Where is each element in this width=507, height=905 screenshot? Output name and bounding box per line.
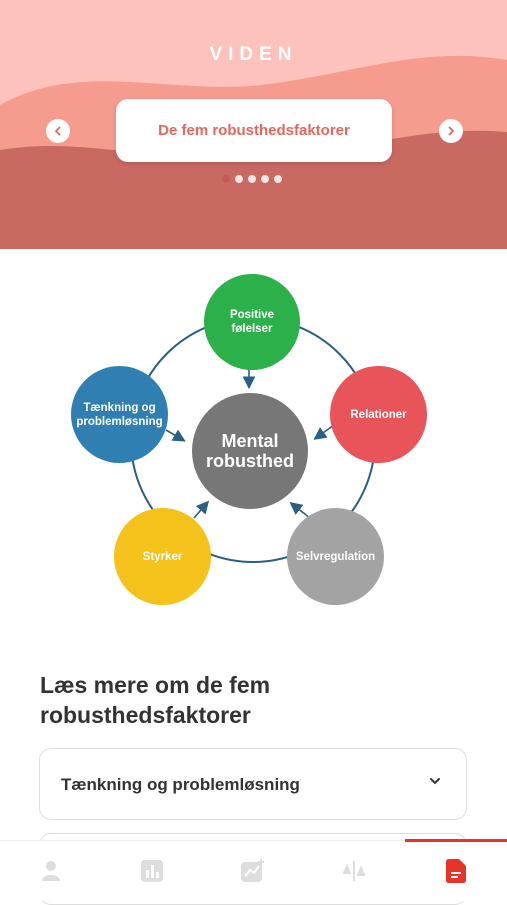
carousel-pagination	[222, 175, 282, 183]
bottom-navigation	[0, 839, 507, 901]
profile-icon	[41, 861, 60, 881]
section-title: Læs mere om de fem robusthedsfaktorer	[40, 672, 271, 728]
accordion-label: Tænkning og problemløsning	[61, 775, 300, 794]
tab-balance[interactable]	[303, 841, 404, 901]
chevron-right-icon	[448, 126, 455, 136]
center-label: Mental robusthed	[206, 431, 294, 471]
center-node: Mental robusthed	[192, 393, 308, 509]
carousel-dot[interactable]	[222, 175, 230, 183]
node-label: Tænkning og problemløsning	[76, 401, 163, 428]
carousel-title: De fem robusthedsfaktorer	[158, 122, 350, 139]
balance-icon	[342, 861, 365, 881]
tab-stats[interactable]	[101, 841, 202, 901]
stats-icon	[140, 860, 163, 882]
node-thinking: Tænkning og problemløsning	[71, 366, 168, 463]
node-label: Positive følelser	[229, 309, 275, 335]
accordion-item[interactable]: Tænkning og problemløsning	[39, 748, 467, 820]
carousel-card[interactable]: De fem robusthedsfaktorer	[116, 99, 392, 162]
node-strengths: Styrker	[114, 508, 211, 605]
node-relations: Relationer	[330, 366, 427, 463]
trend-icon	[240, 859, 264, 882]
tab-documents[interactable]	[405, 841, 506, 901]
node-label: Selvregulation	[295, 550, 376, 563]
header-banner: VIDEN De fem robusthedsfaktorer	[0, 0, 507, 249]
carousel-dot[interactable]	[261, 175, 269, 183]
tab-profile[interactable]	[0, 841, 101, 901]
node-self-regulation: Selvregulation	[287, 508, 384, 605]
chevron-left-icon	[54, 126, 61, 136]
node-positive-feelings: Positive følelser	[204, 274, 300, 370]
carousel-dot[interactable]	[235, 175, 243, 183]
node-label: Relationer	[350, 408, 407, 421]
robustness-diagram: Mental robusthed Positive følelser Relat…	[0, 262, 507, 622]
carousel-dot[interactable]	[248, 175, 256, 183]
carousel-next-button[interactable]	[439, 119, 463, 143]
chevron-down-icon	[430, 778, 440, 785]
page-title: VIDEN	[209, 44, 298, 65]
document-icon	[445, 859, 466, 883]
active-tab-indicator	[405, 839, 507, 842]
tab-trend[interactable]	[202, 841, 303, 901]
carousel-prev-button[interactable]	[46, 119, 70, 143]
carousel-dot[interactable]	[274, 175, 282, 183]
node-label: Styrker	[142, 550, 183, 563]
